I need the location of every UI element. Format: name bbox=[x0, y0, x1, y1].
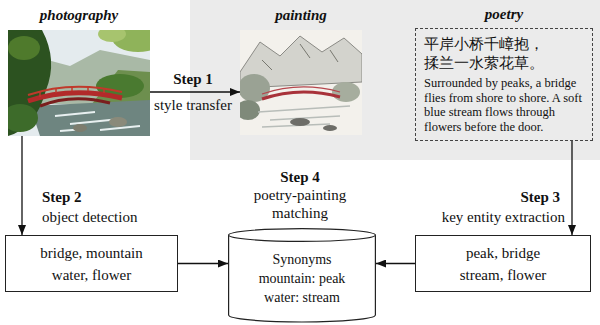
painting-image: painting bbox=[240, 30, 362, 135]
photo-illustration bbox=[8, 36, 40, 60]
node-heading: painting bbox=[210, 5, 392, 25]
photo-illustration bbox=[28, 87, 122, 95]
synonyms-database: Synonymsmountain: peak water: stream bbox=[228, 228, 376, 322]
node-text: 平岸小桥千嶂抱， 揉兰一水萦花草。 bbox=[424, 35, 584, 73]
flow-arrow bbox=[150, 91, 240, 92]
photo-illustration bbox=[73, 124, 87, 132]
photo-illustration bbox=[30, 100, 150, 136]
painting-illustration bbox=[262, 92, 340, 99]
flow-arrow bbox=[376, 263, 415, 264]
node-text: mountain: peak water: stream bbox=[250, 269, 354, 307]
node-text: bridge, mountain water, flower bbox=[33, 242, 151, 286]
flow-arrow bbox=[571, 141, 572, 235]
node-text: Surrounded by peaks, a bridge flies from… bbox=[424, 76, 584, 134]
painting-illustration bbox=[240, 30, 362, 135]
photo-illustration bbox=[40, 86, 104, 97]
gray-panel bbox=[190, 0, 600, 160]
painting-illustration bbox=[258, 106, 350, 127]
step-label: Step 4 bbox=[240, 168, 360, 186]
painting-illustration bbox=[262, 87, 340, 94]
photograph: photography bbox=[8, 30, 150, 136]
step-description: style transfer bbox=[148, 96, 238, 114]
cylinder-body bbox=[229, 235, 376, 322]
cylinder-top bbox=[229, 229, 376, 242]
step-label: Step 2 bbox=[42, 188, 122, 206]
painting-illustration bbox=[332, 82, 360, 102]
node-heading: poetry bbox=[386, 4, 600, 24]
step-description: poetry-painting matching bbox=[245, 186, 355, 222]
photo-illustration bbox=[28, 93, 122, 101]
node-heading: photography bbox=[0, 5, 180, 25]
photo-illustration bbox=[8, 30, 150, 136]
step-description: key entity extraction bbox=[395, 208, 565, 226]
painting-illustration bbox=[240, 100, 260, 120]
photo-illustration bbox=[109, 117, 127, 127]
painting-illustration bbox=[290, 118, 310, 126]
step-description: object detection bbox=[42, 208, 172, 226]
detected-objects-box: bridge, mountain water, flower bbox=[5, 235, 178, 292]
node-text: Synonyms bbox=[272, 251, 331, 269]
flow-arrow bbox=[178, 263, 228, 264]
photo-illustration bbox=[8, 104, 38, 132]
photo-illustration bbox=[55, 112, 140, 131]
painting-illustration bbox=[323, 125, 337, 131]
step-label: Step 3 bbox=[470, 188, 560, 206]
photo-illustration bbox=[40, 99, 110, 106]
node-text: peak, bridge stream, flower bbox=[451, 242, 555, 286]
extracted-entities-box: peak, bridge stream, flower bbox=[415, 235, 591, 292]
flow-arrow bbox=[21, 136, 22, 235]
painting-illustration bbox=[262, 44, 338, 70]
photo-illustration bbox=[98, 30, 126, 42]
poetry-box: poetry平岸小桥千嶂抱， 揉兰一水萦花草。Surrounded by pea… bbox=[415, 28, 593, 141]
step-label: Step 1 bbox=[148, 70, 238, 88]
